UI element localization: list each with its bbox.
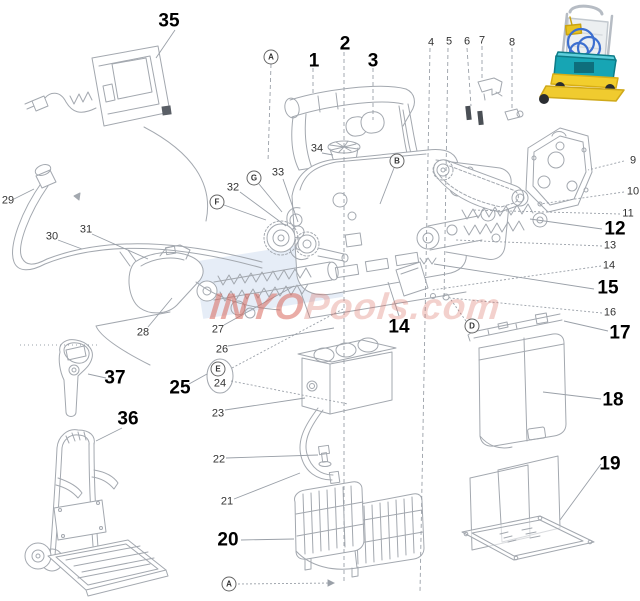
part-label-6: 6 bbox=[463, 35, 471, 48]
ref-letter-g-5: G bbox=[246, 170, 262, 186]
part-label-20: 20 bbox=[217, 529, 239, 551]
part-label-30: 30 bbox=[45, 230, 59, 243]
filter-basket-drawing bbox=[294, 481, 425, 578]
part-label-33: 33 bbox=[271, 166, 285, 179]
part-label-34: 34 bbox=[310, 142, 324, 155]
part-label-14: 14 bbox=[602, 259, 616, 272]
leader-lines bbox=[13, 29, 625, 593]
left-brush-drawing bbox=[95, 261, 339, 366]
rail-drawing bbox=[467, 312, 563, 342]
side-plate-drawing bbox=[525, 127, 593, 213]
ref-letter-f-4: F bbox=[209, 194, 225, 210]
part-label-16: 16 bbox=[603, 306, 617, 319]
part-label-10: 10 bbox=[626, 185, 640, 198]
part-label-17: 17 bbox=[609, 322, 631, 344]
part-label-3: 3 bbox=[367, 50, 379, 72]
part-label-27: 27 bbox=[211, 323, 225, 336]
part-label-5: 5 bbox=[445, 35, 453, 48]
part-label-14: 14 bbox=[388, 316, 410, 338]
cart-drawing bbox=[24, 429, 169, 597]
filter-bag-drawing bbox=[478, 333, 567, 449]
part-label-25: 25 bbox=[169, 377, 191, 399]
base-plate-drawing bbox=[461, 455, 595, 561]
ref-letter-d-2: D bbox=[464, 318, 480, 334]
part-label-11: 11 bbox=[622, 207, 634, 220]
part-label-18: 18 bbox=[602, 389, 624, 411]
part-label-9: 9 bbox=[629, 154, 637, 167]
part-label-21: 21 bbox=[220, 495, 234, 508]
part-label-8: 8 bbox=[508, 36, 516, 49]
part-label-36: 36 bbox=[117, 408, 139, 430]
part-label-37: 37 bbox=[104, 367, 126, 389]
left-shell-drawing bbox=[128, 244, 281, 314]
motor-box-drawing bbox=[297, 337, 397, 415]
part-label-1: 1 bbox=[308, 50, 320, 72]
ref-letter-e-3: E bbox=[210, 361, 226, 377]
drive-track-drawing bbox=[432, 159, 529, 213]
part-label-31: 31 bbox=[79, 223, 93, 236]
part-label-24: 24 bbox=[213, 377, 227, 390]
e24-oval bbox=[206, 358, 234, 394]
part-label-19: 19 bbox=[599, 453, 621, 475]
part-label-4: 4 bbox=[427, 36, 435, 49]
cable-drawing bbox=[299, 407, 341, 484]
ref-letter-a-6: A bbox=[221, 576, 237, 592]
part-label-23: 23 bbox=[211, 407, 225, 420]
part-label-29: 29 bbox=[1, 194, 15, 207]
part-label-26: 26 bbox=[215, 343, 229, 356]
part-label-28: 28 bbox=[136, 326, 150, 339]
part-label-12: 12 bbox=[604, 218, 626, 240]
gear-cluster-drawing bbox=[263, 213, 349, 263]
part-label-15: 15 bbox=[597, 277, 619, 299]
part-label-22: 22 bbox=[212, 453, 226, 466]
part-label-35: 35 bbox=[158, 10, 180, 32]
hose-loop-drawing bbox=[12, 164, 263, 271]
product-photo bbox=[539, 4, 625, 104]
brush-roller-drawing bbox=[416, 203, 548, 251]
part-label-13: 13 bbox=[603, 239, 617, 252]
power-supply-drawing bbox=[24, 45, 209, 222]
ref-letter-b-1: B bbox=[389, 153, 405, 169]
part-label-2: 2 bbox=[339, 33, 351, 55]
remote-drawing bbox=[58, 339, 93, 417]
top-small-parts-drawing bbox=[465, 77, 524, 126]
ref-letter-a-0: A bbox=[263, 49, 279, 65]
part-label-32: 32 bbox=[226, 181, 240, 194]
part-label-7: 7 bbox=[478, 34, 486, 47]
